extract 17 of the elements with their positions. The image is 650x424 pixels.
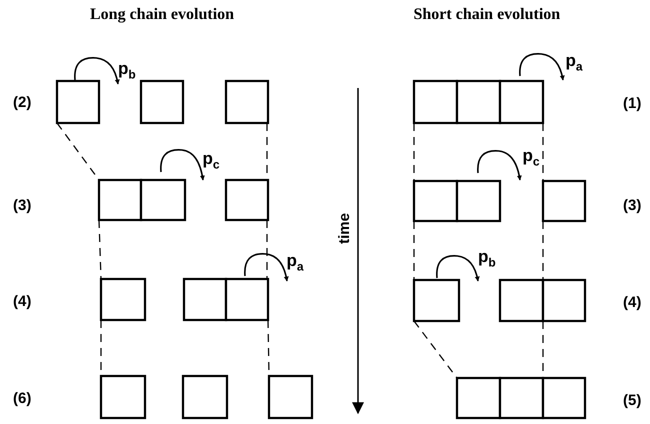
panel-title: Short chain evolution [414, 7, 560, 23]
panel-title: Long chain evolution [90, 7, 234, 23]
probability-label: p$_{b}$ [118, 60, 136, 80]
probability-label: p$_{a}$ [286, 252, 304, 272]
probability-label: p$_{c}$ [522, 147, 540, 168]
probability-label: p$_{c}$ [202, 150, 220, 170]
step-number: (4) [623, 294, 642, 310]
step-number: (3) [623, 198, 642, 212]
step-number: (6) [13, 390, 32, 406]
probability-label: p$_{b}$ [478, 248, 496, 268]
step-number: (4) [13, 294, 32, 308]
step-number: (3) [13, 198, 32, 212]
probability-label: p$_{a}$ [566, 52, 583, 72]
step-number: (1) [623, 96, 642, 110]
axis-label: time [336, 212, 352, 244]
step-number: (2) [13, 94, 32, 110]
step-number: (5) [623, 392, 642, 408]
